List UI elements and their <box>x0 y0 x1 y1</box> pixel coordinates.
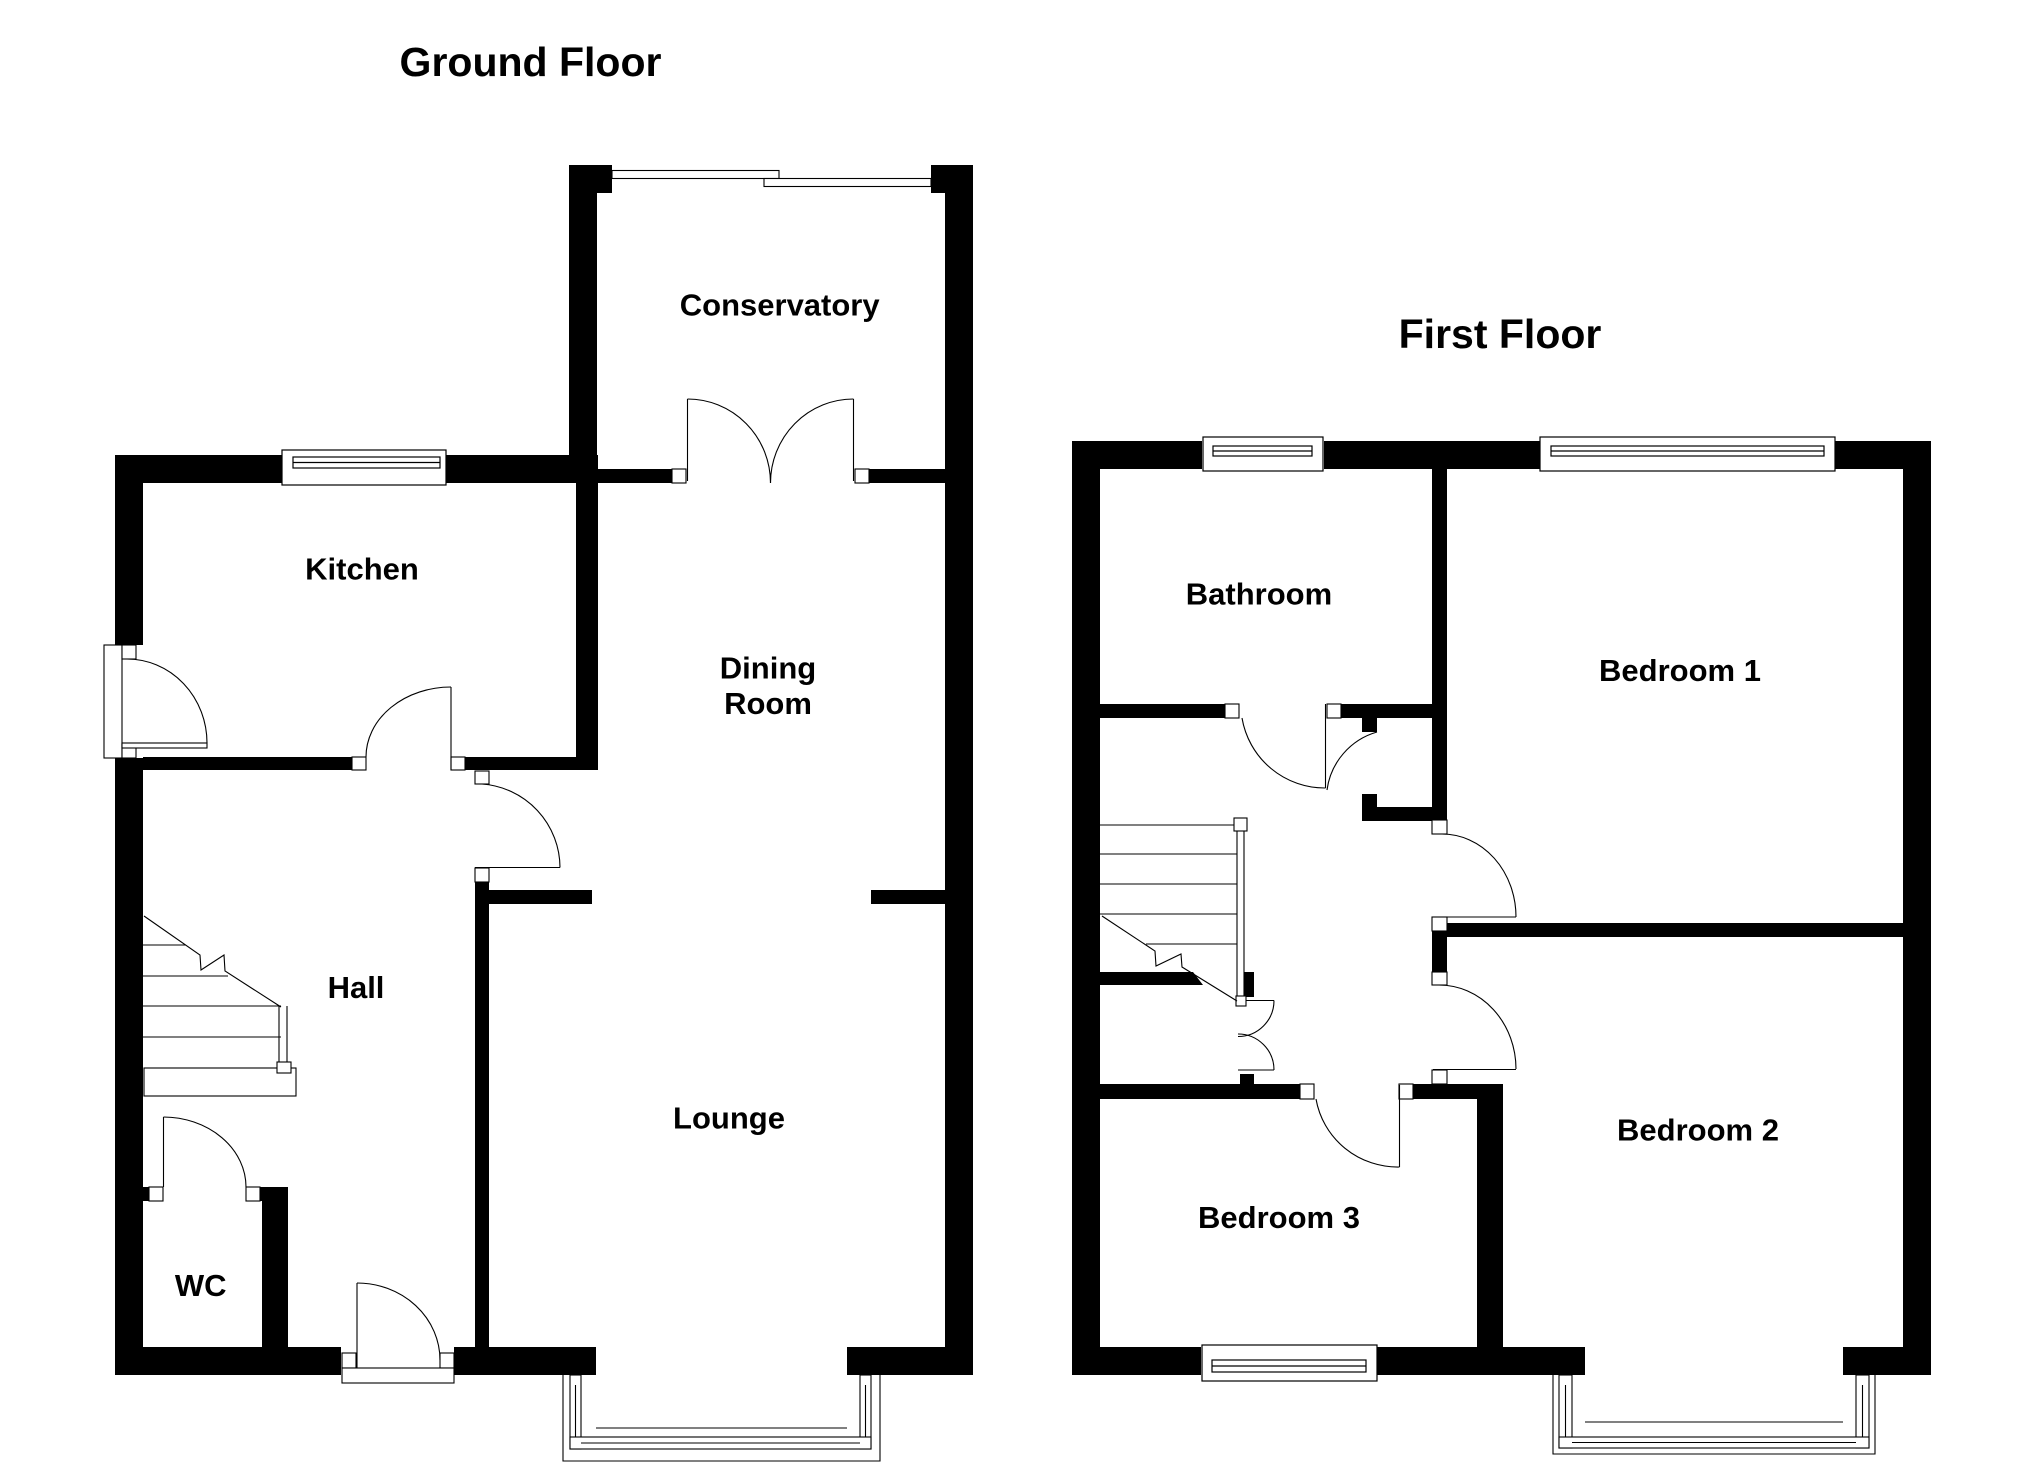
svg-text:Dining: Dining <box>720 650 816 685</box>
svg-text:Bedroom 3: Bedroom 3 <box>1198 1200 1360 1235</box>
svg-text:Ground Floor: Ground Floor <box>400 39 662 85</box>
svg-text:WC: WC <box>175 1268 227 1303</box>
svg-text:Kitchen: Kitchen <box>305 552 419 587</box>
svg-text:Bedroom 1: Bedroom 1 <box>1599 653 1761 688</box>
svg-text:Conservatory: Conservatory <box>680 288 881 323</box>
svg-text:Hall: Hall <box>328 970 385 1005</box>
svg-text:Room: Room <box>724 686 812 721</box>
svg-text:Bedroom 2: Bedroom 2 <box>1617 1113 1779 1148</box>
svg-text:Lounge: Lounge <box>673 1101 785 1136</box>
svg-text:Bathroom: Bathroom <box>1186 577 1332 612</box>
svg-text:First Floor: First Floor <box>1399 311 1602 357</box>
